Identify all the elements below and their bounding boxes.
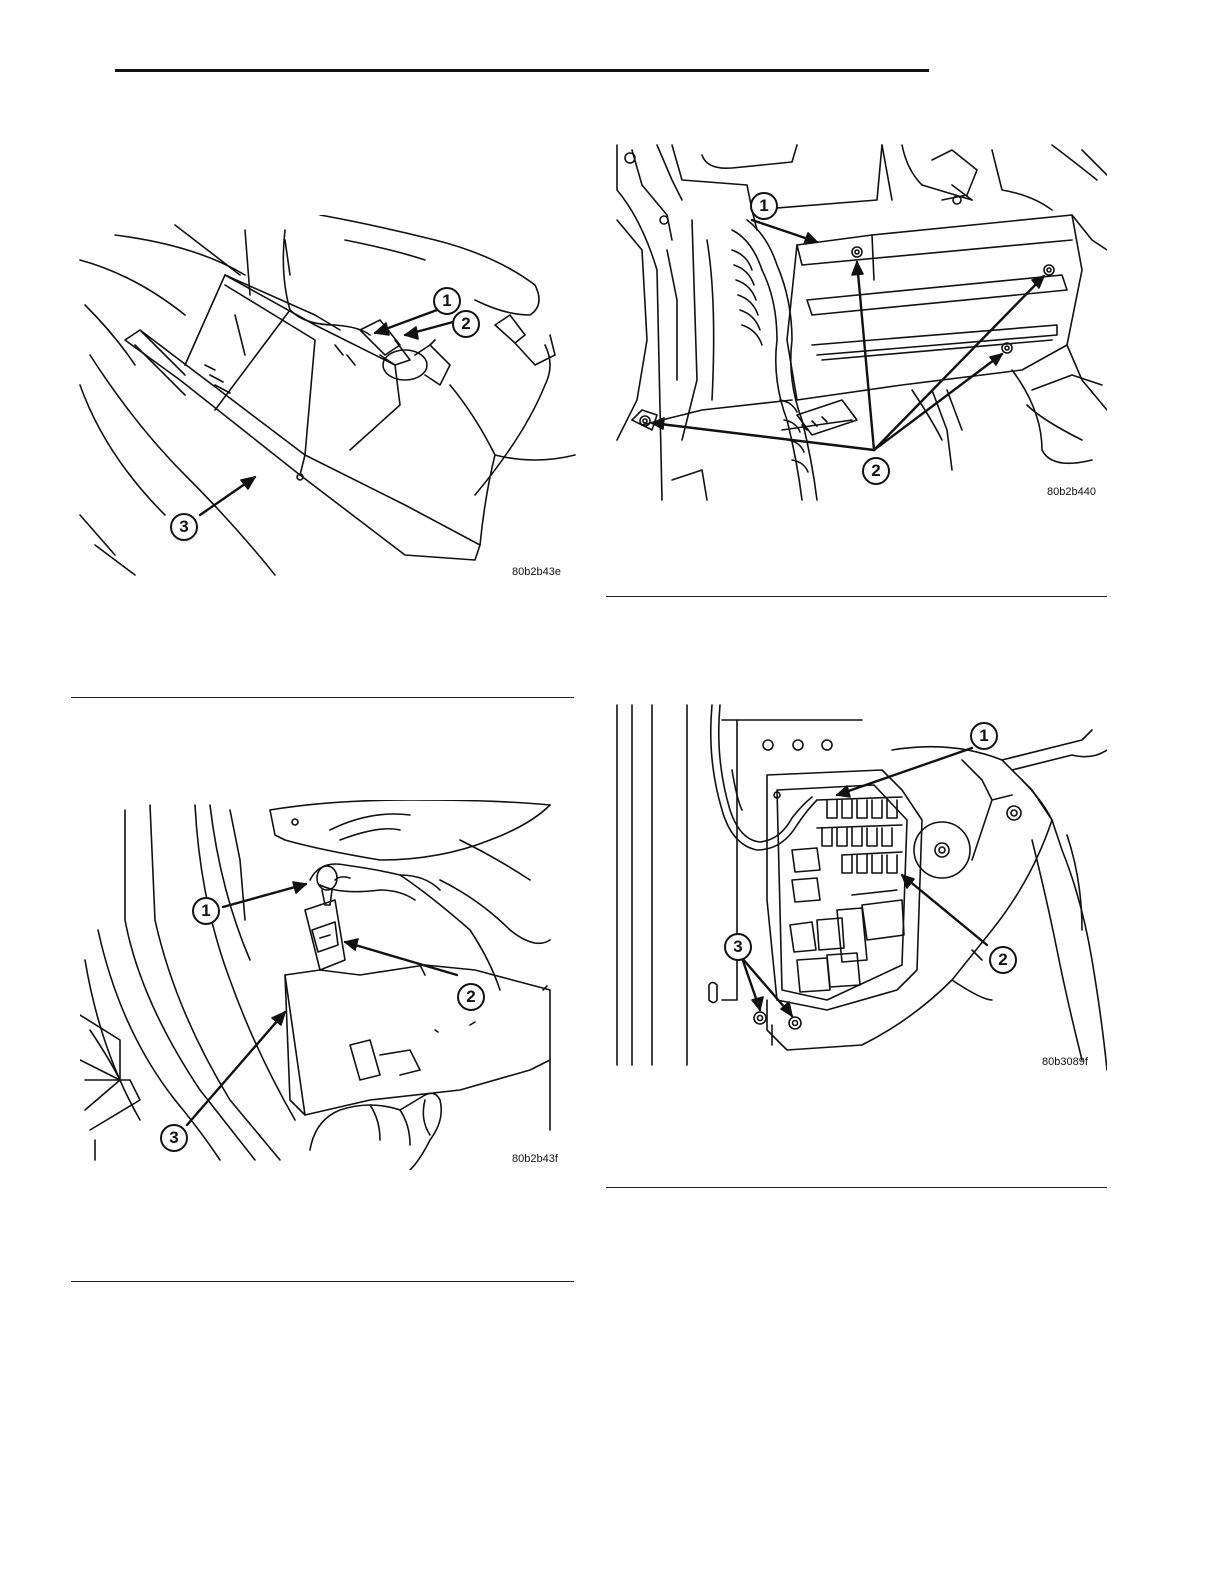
figure-80b2b43e: 1 2 3 80b2b43e	[75, 215, 585, 585]
separator-left-1	[71, 697, 574, 698]
callout-3: 3	[724, 933, 752, 961]
figure-80b2b440-illustration	[612, 140, 1107, 510]
figure-80b3089f-illustration	[612, 700, 1107, 1072]
figure-code: 80b2b43e	[512, 566, 561, 578]
callout-2: 2	[862, 457, 890, 485]
figure-80b2b43f-illustration	[80, 800, 580, 1170]
callout-3: 3	[160, 1124, 188, 1152]
callout-2: 2	[452, 310, 480, 338]
figure-80b2b440: 1 2 80b2b440	[612, 140, 1107, 510]
separator-right-2	[606, 1187, 1107, 1188]
callout-2: 2	[989, 946, 1017, 974]
figure-code: 80b3089f	[1042, 1056, 1088, 1068]
header-rule	[115, 69, 929, 72]
callout-2: 2	[457, 983, 485, 1011]
callout-3: 3	[170, 513, 198, 541]
callout-1: 1	[192, 897, 220, 925]
callout-1: 1	[433, 287, 461, 315]
separator-left-2	[71, 1281, 574, 1282]
separator-right-1	[606, 596, 1107, 597]
callout-1: 1	[970, 722, 998, 750]
figure-80b2b43f: 1 2 3 80b2b43f	[80, 800, 580, 1170]
figure-code: 80b2b43f	[512, 1153, 558, 1165]
callout-1: 1	[750, 192, 778, 220]
figure-code: 80b2b440	[1047, 486, 1096, 498]
figure-80b2b43e-illustration	[75, 215, 585, 585]
figure-80b3089f: 1 2 3 80b3089f	[612, 700, 1107, 1072]
